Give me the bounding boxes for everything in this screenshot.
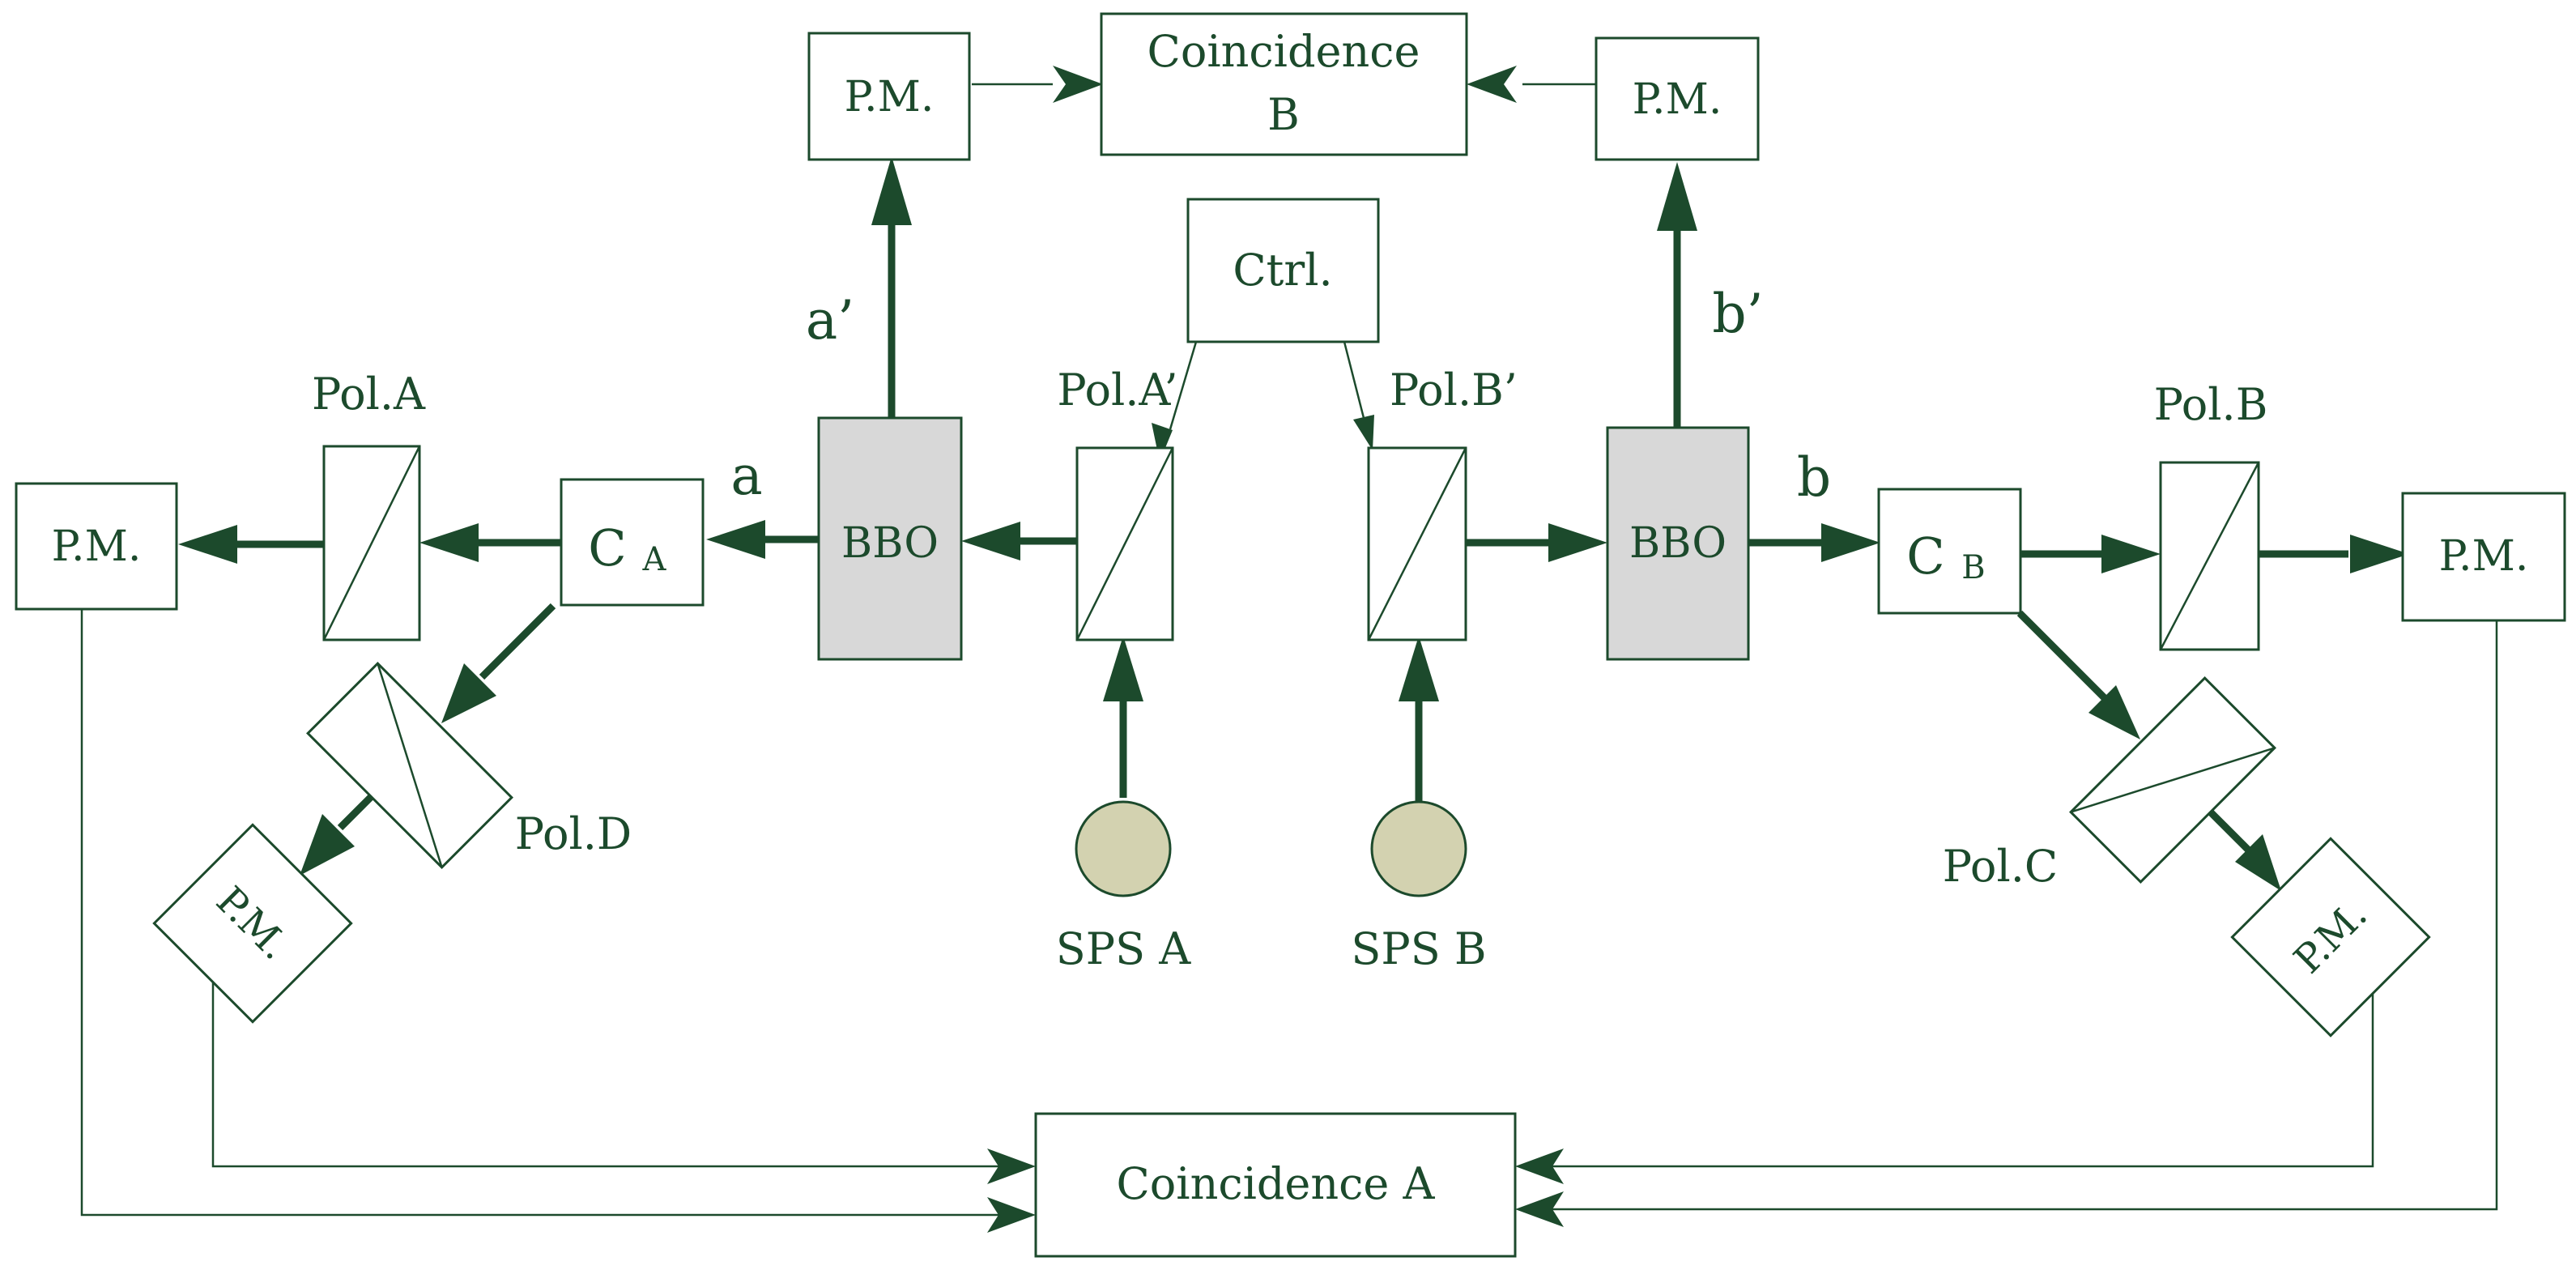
bbo-label: BBO: [1629, 519, 1727, 568]
pm-top-left: P.M.: [807, 32, 971, 161]
coincidence-a-box: Coincidence A: [1034, 1112, 1517, 1258]
arrowhead: [706, 520, 765, 559]
arrowhead: [1515, 1149, 1564, 1184]
arrowhead: [1548, 523, 1607, 562]
arrowhead: [1053, 66, 1103, 103]
ctrl-box: Ctrl.: [1186, 198, 1380, 343]
arrowhead: [1821, 523, 1880, 562]
coincidence-b-label-line1: Coincidence: [1147, 26, 1420, 77]
ca-label-sub: A: [642, 541, 667, 578]
arrowhead: [2088, 685, 2140, 739]
polarizer-c: [2069, 676, 2276, 884]
signal-line-pm-right-to-coinc-a: [1551, 620, 2498, 1211]
arrowhead: [871, 156, 912, 225]
bbo-left: BBO: [817, 416, 963, 661]
pm-lower-left-rotated: P.M.: [152, 823, 353, 1024]
arrowhead: [987, 1197, 1036, 1233]
arrowhead: [300, 814, 355, 876]
ca-label-main: C: [588, 518, 626, 577]
coincidence-b-box: Coincidence B: [1100, 12, 1468, 156]
pm-label: P.M.: [2439, 532, 2529, 581]
beam-cb-to-pol-c: [2016, 610, 2109, 702]
pol-b-label: Pol.B: [2154, 379, 2268, 430]
arrowhead: [1467, 66, 1517, 103]
pm-lower-right-rotated: P.M.: [2230, 837, 2431, 1038]
sps-b: SPS B: [1351, 800, 1487, 974]
ctrl-line-to-pol-b-prime: [1343, 341, 1366, 422]
splitter-cb: C B: [1877, 488, 2022, 615]
arrowhead: [419, 523, 479, 562]
pm-label: P.M.: [1633, 75, 1722, 124]
pol-c-label: Pol.C: [1943, 841, 2058, 892]
beam-arrowheads: [178, 156, 2409, 891]
pm-left: P.M.: [15, 482, 178, 611]
beam-pol-c-to-pm: [2207, 808, 2251, 853]
beam-ca-to-pol-d: [479, 603, 556, 680]
arrowhead: [961, 522, 1020, 560]
ctrl-label: Ctrl.: [1233, 245, 1332, 296]
bbo-right: BBO: [1606, 426, 1750, 661]
polarizer-d: [306, 662, 513, 869]
bbo-label: BBO: [841, 519, 939, 568]
arrowhead: [1353, 415, 1374, 450]
signal-line-pm-left-to-coinc-a: [80, 609, 1004, 1217]
path-a-label: a: [730, 445, 762, 507]
arrowhead: [987, 1149, 1036, 1184]
polarizer-a: [322, 445, 421, 641]
cb-label-main: C: [1906, 526, 1944, 586]
path-b-label: b: [1797, 446, 1831, 509]
path-a-prime-label: a’: [806, 289, 854, 352]
pol-b-prime-label: Pol.B’: [1390, 364, 1518, 416]
arrowhead: [441, 663, 496, 723]
signal-lines: [80, 83, 2498, 1217]
arrowhead: [1152, 423, 1173, 462]
pm-right: P.M.: [2401, 492, 2566, 622]
pol-a-label: Pol.A: [312, 369, 426, 420]
coincidence-a-label: Coincidence A: [1116, 1158, 1435, 1209]
pm-top-right: P.M.: [1595, 36, 1760, 161]
pol-a-prime-label: Pol.A’: [1057, 364, 1177, 416]
splitter-ca: C A: [560, 478, 705, 607]
pol-d-label: Pol.D: [515, 808, 632, 859]
polarizer-b: [2159, 461, 2260, 651]
pm-label: P.M.: [52, 522, 142, 571]
arrowhead: [178, 525, 237, 564]
sps-a-label: SPS A: [1056, 923, 1191, 974]
arrowhead: [2350, 535, 2409, 573]
arrowhead: [2235, 834, 2281, 891]
beam-lines: [235, 219, 2348, 853]
arrowhead: [2101, 535, 2161, 573]
coincidence-b-label-line2: B: [1267, 89, 1300, 140]
ctrl-line-to-pol-a-prime: [1169, 341, 1198, 430]
signal-line-pm-c-to-coinc-a: [1551, 982, 2374, 1168]
arrowhead: [1103, 636, 1143, 701]
signal-line-pm-d-to-coinc-a: [211, 968, 1004, 1168]
cb-label-sub: B: [1961, 549, 1985, 586]
sps-a: SPS A: [1056, 800, 1191, 974]
path-b-prime-label: b’: [1712, 283, 1763, 345]
polarizer-a-prime: [1075, 446, 1174, 641]
polarizer-b-prime: [1367, 446, 1467, 641]
arrowhead: [1399, 636, 1439, 701]
beam-pol-d-to-pm: [337, 791, 377, 831]
sps-b-label: SPS B: [1351, 923, 1486, 974]
signal-arrowheads: [987, 66, 1564, 1233]
arrowhead: [1515, 1191, 1564, 1227]
arrowhead: [1657, 162, 1697, 231]
pm-label: P.M.: [845, 73, 935, 121]
